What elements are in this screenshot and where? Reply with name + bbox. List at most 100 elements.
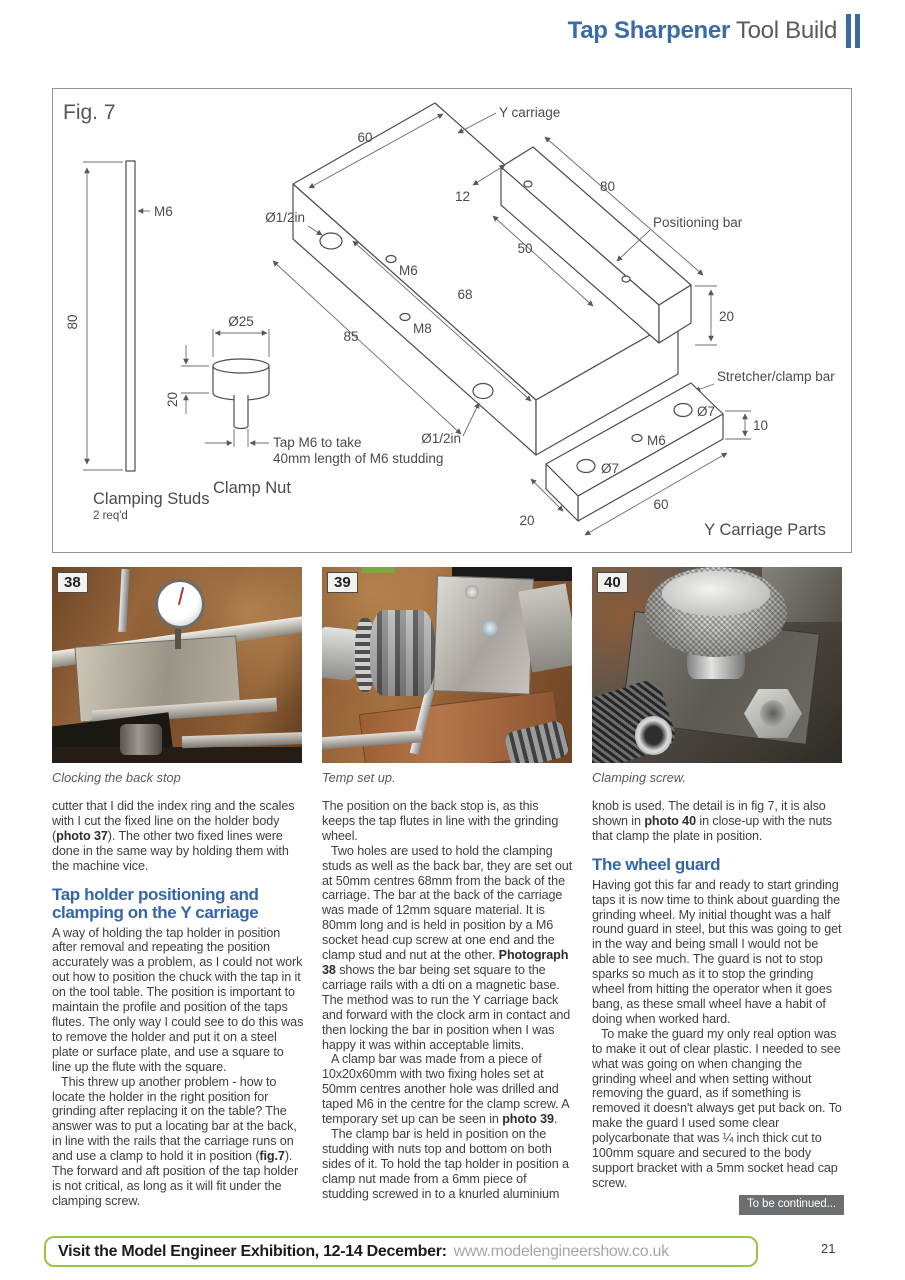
nut-diameter-dim: Ø25 [228, 314, 254, 329]
clamping-studs-qty: 2 req'd [93, 510, 128, 522]
article-title-emphasis: Tap Sharpener [567, 17, 731, 44]
bar-dia7-label-right: Ø7 [697, 404, 715, 419]
screw-head-icon [464, 584, 479, 599]
clamping-stud-drawing: 80 M6 Clamping Studs 2 req'd [65, 160, 209, 522]
text-run: Having got this far and ready to start g… [592, 877, 842, 1026]
photo-40-caption: Clamping screw. [592, 770, 686, 785]
photo-38-image [52, 567, 302, 763]
positioning-bar-length-dim: 80 [600, 179, 615, 194]
banner-text: Visit the Model Engineer Exhibition, 12-… [58, 1242, 447, 1260]
bar-thickness-dim: 10 [753, 418, 768, 433]
paragraph: A way of holding the tap holder in posit… [52, 926, 304, 1075]
y-carriage-callout: Y carriage [499, 105, 560, 120]
dial-indicator [154, 578, 205, 629]
paragraph: This threw up another problem - how to l… [52, 1075, 304, 1209]
text-run: This threw up another problem - how to l… [52, 1074, 297, 1164]
clamp-nut-drawing: Ø25 20 Tap M6 to take 40mm length of M6 … [165, 314, 443, 497]
bold-text-run: Photograph 38 [322, 948, 569, 977]
photo-39-caption: Temp set up. [322, 770, 396, 785]
carriage-width-dim: 60 [357, 130, 372, 145]
photo-40: 40 [592, 567, 842, 763]
clamping-studs-label: Clamping Studs [93, 490, 209, 508]
photo-39-number-badge: 39 [327, 572, 358, 593]
text-run: To make the guard my only real option wa… [592, 1026, 842, 1190]
text-run: . [553, 1112, 558, 1127]
bar-length-dim: 60 [653, 497, 668, 512]
photo-40-image [592, 567, 842, 763]
text-run: knob is used. The detail is in fig 7, it… [592, 799, 826, 828]
article-title: Tap Sharpener Tool Build [567, 17, 838, 45]
paragraph: The position on the back stop is, as thi… [322, 799, 574, 844]
carriage-m6-label: M6 [399, 263, 418, 278]
text-run: Two holes are used to hold the clamping … [322, 843, 573, 963]
paragraph: A clamp bar was made from a piece of 10x… [322, 1052, 574, 1127]
nut-tap-note-1: Tap M6 to take [273, 435, 362, 450]
hex-nut-washer [759, 699, 787, 728]
photo-38-number-badge: 38 [57, 572, 88, 593]
nut-tap-note-2: 40mm length of M6 studding [273, 451, 443, 466]
drill-chuck [369, 610, 435, 697]
exhibition-banner: Visit the Model Engineer Exhibition, 12-… [44, 1236, 758, 1267]
bottom-shadow [52, 747, 302, 763]
socket-screw-icon [482, 619, 498, 636]
text-column-2: The position on the back stop is, as thi… [322, 799, 574, 1215]
text-column-3: knob is used. The detail is in fig 7, it… [592, 799, 844, 1215]
photo-40-number-badge: 40 [597, 572, 628, 593]
clamp-nut-label: Clamp Nut [213, 479, 291, 497]
bearing-ring [634, 715, 672, 756]
paragraph: Two holes are used to hold the clamping … [322, 844, 574, 1053]
dial-indicator-stem [174, 621, 181, 650]
threaded-rod [117, 568, 130, 632]
technical-drawing: Fig. 7 80 M6 Clamping Studs 2 req'd [63, 101, 835, 539]
paragraph: The clamp bar is held in position on the… [322, 1127, 574, 1202]
paragraph: To make the guard my only real option wa… [592, 1027, 844, 1191]
photo-39-image [322, 567, 572, 763]
bold-text-run: photo 39 [502, 1112, 554, 1127]
bar-height-dim: 20 [719, 309, 734, 324]
bold-text-run: photo 37 [56, 828, 108, 843]
bar-width-dim: 12 [455, 189, 470, 204]
page-header: Tap Sharpener Tool Build [0, 14, 860, 48]
stud-height-dim: 80 [65, 314, 80, 329]
silver-bar [181, 731, 302, 748]
paragraph: Having got this far and ready to start g… [592, 878, 844, 1027]
photo-38-caption: Clocking the back stop [52, 770, 181, 785]
figure-label: Fig. 7 [63, 101, 116, 124]
header-bar-right [855, 14, 860, 48]
back-offset-dim: 68 [457, 287, 472, 302]
bar-width-dim-20: 20 [519, 513, 534, 528]
bar-dia7-label-left: Ø7 [601, 461, 619, 476]
stretcher-bar-drawing: Ø7 M6 Ø7 10 60 20 Y Carriage Parts [519, 382, 826, 539]
photo-strip: 38 39 [52, 567, 842, 763]
green-object [362, 567, 395, 574]
bar-m6-label: M6 [647, 433, 666, 448]
text-run: ). The forward and aft position of the t… [52, 1149, 299, 1208]
knob-top-face [662, 570, 770, 616]
photo-38: 38 [52, 567, 302, 763]
page-number: 21 [821, 1241, 836, 1256]
paragraph: knob is used. The detail is in fig 7, it… [592, 799, 844, 844]
adjustment-knob [119, 723, 162, 756]
text-run: A way of holding the tap holder in posit… [52, 925, 304, 1074]
half-inch-hole-bottom-label: Ø1/2in [421, 431, 461, 446]
section-heading: Tap holder positioning and clamping on t… [52, 884, 259, 922]
section-heading: The wheel guard [592, 854, 721, 874]
stud-thread-label: M6 [154, 204, 173, 219]
figure-7-panel: Fig. 7 80 M6 Clamping Studs 2 req'd [52, 88, 852, 553]
hex-nut [744, 689, 802, 738]
bold-text-run: fig.7 [259, 1149, 285, 1164]
article-title-rest: Tool Build [730, 17, 837, 44]
stretcher-bar-callout: Stretcher/clamp bar [717, 369, 835, 384]
nut-height-dim: 20 [165, 392, 180, 407]
text-run: shows the bar being set square to the ca… [322, 962, 571, 1052]
half-inch-hole-top-label: Ø1/2in [265, 210, 305, 225]
photo-captions: Clocking the back stop Temp set up. Clam… [52, 770, 842, 785]
text-run: in close-up with the nuts that clamp the… [592, 813, 833, 843]
text-run: The clamp bar is held in position on the… [322, 1126, 569, 1201]
y-carriage-parts-label: Y Carriage Parts [704, 521, 826, 539]
text-run: The position on the back stop is, as thi… [322, 799, 559, 843]
text-column-1: cutter that I did the index ring and the… [52, 799, 304, 1215]
y-carriage-drawing: 60 Y carriage Ø1/2in M6 12 80 Positionin… [265, 102, 835, 456]
paragraph: cutter that I did the index ring and the… [52, 799, 304, 874]
